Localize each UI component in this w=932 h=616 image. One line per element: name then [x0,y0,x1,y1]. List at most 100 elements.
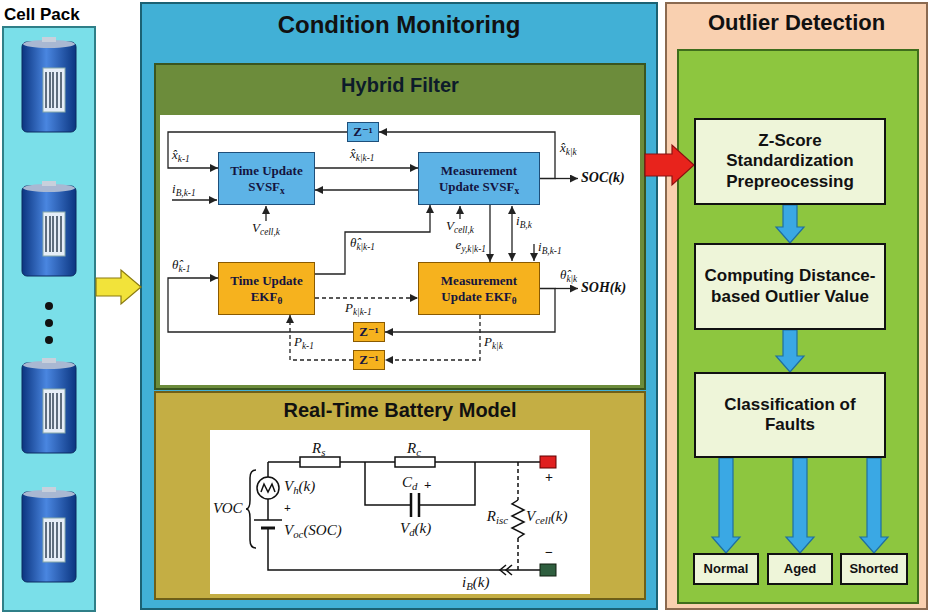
block-arrow [712,458,740,553]
signal-arrow [533,244,534,261]
panel-title: Condition Monitoring [141,3,657,39]
text-part: (k) [473,574,490,590]
text-part: Measurement Update SVSF [439,163,517,194]
battery-cell [22,487,76,582]
circuit-wires [246,457,540,575]
block-arrow [776,205,804,243]
box-label: Measurement Update EKFθ [423,273,535,304]
source-symbol [257,477,279,499]
subscript: k|k-1 [356,242,375,252]
box-label: Z⁻¹ [359,324,378,340]
text-part: i [462,574,466,590]
ellipsis-dot [45,302,53,310]
subscript: cell,k [454,225,474,235]
panel-title: Cell Pack [2,2,96,25]
subscript: cell,k [260,227,280,237]
process-box: Classification of Faults [694,372,886,458]
text-part: Time Update EKF [230,273,302,304]
group-panel: Condition MonitoringHybrid FilterTime Up… [141,3,657,609]
panel-title: Hybrid Filter [155,64,645,97]
subscript: k|k [566,274,577,284]
signal-label: iB,k-1 [538,240,562,255]
subscript: cell [535,514,551,526]
signal-arrow [265,206,266,221]
signal-label: − [545,545,553,561]
subscript: k-1 [302,341,314,351]
signal-label: + [284,502,291,516]
signal-label: Voc(SOC) [284,522,342,539]
text-part: C [402,474,412,490]
text-part: (SOC) [303,522,341,538]
dashed-wire [517,462,519,570]
subscript: k|k-1 [356,153,375,163]
connector-arrow [315,167,418,168]
source-sawtooth [261,484,275,492]
subscript: isc [496,514,508,526]
group-panel: Real-Time Battery Model [155,392,645,599]
connector-arrow [290,315,353,360]
text-part: (k) [415,520,432,536]
signal-arrow [511,234,512,261]
text-part: P [294,334,302,349]
box-label: Aged [784,561,817,577]
process-box: Computing Distance-based Outlier Value [694,243,886,330]
text-part: (k) [299,478,316,494]
subscript: s [321,446,325,458]
text-part: i [516,213,520,228]
subscript: y,k|k-1 [461,244,486,254]
subscript: B [466,580,473,592]
signal-label: Rc [407,440,421,457]
block-arrow [860,458,888,553]
model-panel [155,392,645,599]
battery-symbol [254,519,282,521]
connector-arrow [315,189,418,190]
outlier-inner-panel [678,50,918,603]
battery-cell [22,37,76,132]
text-part: x̂ [350,146,356,161]
text-part: P [345,300,353,315]
text-part: R [407,440,416,456]
panel-title: Outlier Detection [666,3,927,35]
subscript: B,k-1 [542,246,562,256]
class-box: Normal [693,553,759,585]
block-arrow [786,458,814,553]
edge-label: ey,k|k-1 [456,238,486,253]
box-label: Z⁻¹ [359,352,378,368]
delay-box: Z⁻¹ [347,122,379,142]
edge-label: Pk|k [484,335,503,350]
signal-label: + [545,470,553,486]
negative-terminal [540,564,556,576]
edge-label: Pk|k-1 [345,301,372,316]
resistor-symbol [300,457,340,467]
subscript: B,k [520,220,532,230]
group-panel: Hybrid FilterTime Update SVSFxMeasuremen… [155,64,645,389]
class-box: Aged [767,553,833,585]
signal-label: Vh(k) [284,478,315,495]
connector-arrow [315,297,418,298]
process-box: Measurement Update EKFθ [418,262,540,315]
process-box: Measurement Update SVSFx [418,152,540,205]
signal-label: SOH(k) [581,280,626,296]
text-part: V [284,478,293,494]
delay-box: Z⁻¹ [353,322,385,342]
signal-arrow [555,178,578,179]
signal-label: Vcell,k [446,219,474,234]
filter-panel [155,64,645,389]
box-label: Z-Score Standardization Prepreocessing [700,131,880,192]
subscript: d [409,526,414,538]
box-label: Measurement Update SVSFx [423,163,535,194]
edge-label: x̂k-1 [172,148,190,163]
capacitor-symbol [411,493,419,517]
text-part: V [252,220,260,235]
connector-arrow [315,205,430,274]
signal-label: SOC(k) [581,170,625,186]
wire [268,462,540,570]
subscript: B,k-1 [176,188,196,198]
subscript: k-1 [178,154,190,164]
text-part: V [400,520,409,536]
text-part: V [526,508,535,524]
monitoring-panel [141,3,657,609]
cell-pack-panel [3,27,95,611]
text-part: θ̂ [560,267,566,282]
text-part: x̂ [560,140,566,155]
